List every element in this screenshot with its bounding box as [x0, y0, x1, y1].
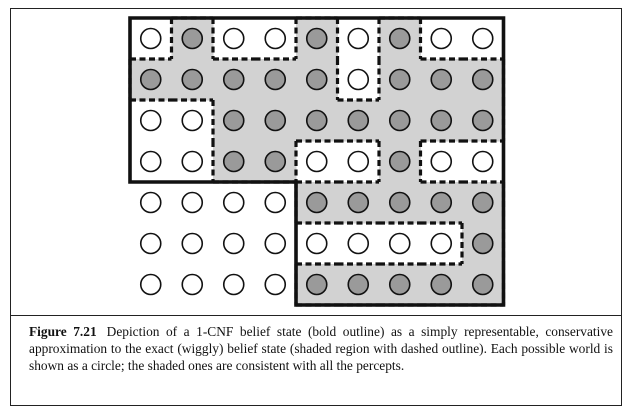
world-circle-empty	[264, 27, 287, 50]
world-circle-shaded	[471, 191, 494, 214]
world-circles	[139, 27, 494, 296]
world-circle-empty	[181, 232, 204, 255]
world-circle-shaded	[264, 150, 287, 173]
world-circle-shaded	[471, 232, 494, 255]
world-circle-shaded	[222, 109, 245, 132]
world-circle-empty	[222, 191, 245, 214]
world-circle-shaded	[430, 68, 453, 91]
world-circle-empty	[181, 109, 204, 132]
world-circle-empty	[264, 273, 287, 296]
world-circle-empty	[264, 191, 287, 214]
world-circle-shaded	[264, 109, 287, 132]
world-circle-empty	[222, 27, 245, 50]
world-circle-shaded	[471, 109, 494, 132]
world-circle-empty	[347, 150, 370, 173]
world-circle-shaded	[347, 273, 370, 296]
world-circle-shaded	[388, 109, 411, 132]
world-circle-shaded	[264, 68, 287, 91]
world-circle-shaded	[347, 191, 370, 214]
world-circle-shaded	[305, 109, 328, 132]
figure-area	[11, 9, 621, 315]
world-circle-shaded	[388, 68, 411, 91]
world-circle-empty	[430, 232, 453, 255]
world-circle-empty	[388, 232, 411, 255]
world-circle-shaded	[388, 27, 411, 50]
world-circle-empty	[264, 232, 287, 255]
world-circle-shaded	[430, 109, 453, 132]
world-circle-empty	[305, 150, 328, 173]
world-circle-shaded	[181, 27, 204, 50]
world-circle-empty	[471, 150, 494, 173]
world-circle-empty	[347, 68, 370, 91]
shaded-region	[130, 18, 504, 306]
world-circle-empty	[139, 232, 162, 255]
world-circle-empty	[139, 150, 162, 173]
world-circle-shaded	[388, 273, 411, 296]
world-circle-shaded	[222, 68, 245, 91]
world-circle-empty	[347, 232, 370, 255]
world-circle-empty	[139, 273, 162, 296]
world-circle-shaded	[388, 150, 411, 173]
world-circle-empty	[471, 27, 494, 50]
world-circle-shaded	[305, 68, 328, 91]
world-circle-shaded	[305, 273, 328, 296]
world-circle-empty	[222, 273, 245, 296]
caption-text: Depiction of a 1-CNF belief state (bold …	[29, 324, 614, 373]
world-circle-empty	[181, 150, 204, 173]
world-circle-shaded	[222, 150, 245, 173]
world-circle-shaded	[347, 109, 370, 132]
world-circle-empty	[139, 27, 162, 50]
figure-number: Figure 7.21	[29, 324, 97, 339]
world-circle-shaded	[388, 191, 411, 214]
world-circle-empty	[181, 191, 204, 214]
world-circle-shaded	[471, 273, 494, 296]
world-circle-shaded	[430, 273, 453, 296]
world-circle-empty	[139, 109, 162, 132]
world-circle-shaded	[305, 27, 328, 50]
world-circle-empty	[181, 273, 204, 296]
world-circle-empty	[222, 232, 245, 255]
world-circle-shaded	[430, 191, 453, 214]
world-circle-empty	[430, 150, 453, 173]
world-circle-empty	[139, 191, 162, 214]
world-circle-empty	[347, 27, 370, 50]
world-circle-shaded	[181, 68, 204, 91]
caption-divider	[11, 315, 621, 316]
world-circle-empty	[305, 232, 328, 255]
world-circle-empty	[430, 27, 453, 50]
world-circle-shaded	[471, 68, 494, 91]
world-circle-shaded	[139, 68, 162, 91]
belief-state-diagram	[128, 16, 506, 307]
world-circle-shaded	[305, 191, 328, 214]
dashed-outline	[128, 16, 506, 307]
